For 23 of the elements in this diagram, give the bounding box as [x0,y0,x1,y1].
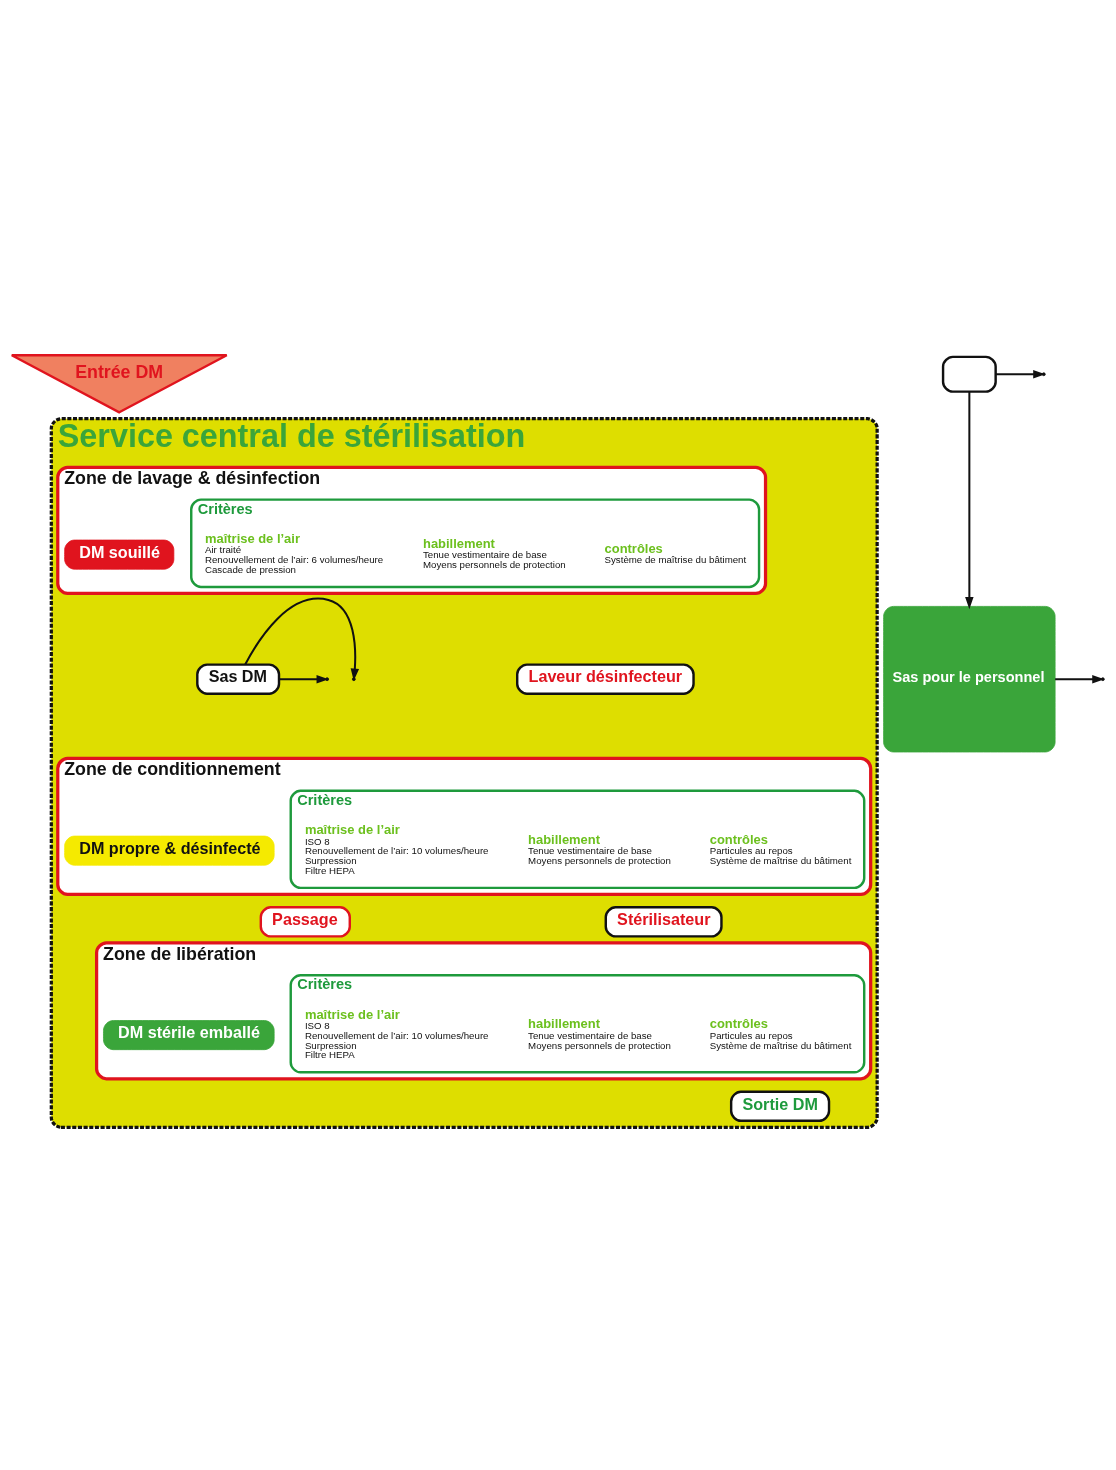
node-box [941,355,997,393]
node-box: DM stérile emballé [103,1020,275,1051]
arrow [1055,674,1105,684]
node-text: habillement Tenue vestimentaire de base Moyens personnels de protection [422,535,566,571]
node-text: habillement Tenue vestimentaire de base Moyens personnels de protection [528,832,671,867]
node-text: maîtrise de l’air ISO 8 Renouvellement de l’air: 10 volumes/heure Surpression Filtre HEPA [304,1006,489,1061]
node-text: habillement Tenue vestimentaire de base Moyens personnels de protection [528,1016,671,1051]
node-text: contrôles Particules au repos Système de maîtrise du bâtiment [709,1016,852,1051]
node-box: Sas DM [196,663,281,695]
node-box: Sortie DM [729,1090,831,1123]
arrow [995,370,1046,379]
arrow [279,674,329,684]
node-text: contrôles Système de maîtrise du bâtiment [604,540,747,566]
arrow [965,391,974,610]
node-box: Passage [259,906,351,938]
node-box: DM souillé [64,539,175,570]
node-text: contrôles Particules au repos Système de maîtrise du bâtiment [709,832,852,867]
node-box: Stérilisateur [604,906,723,938]
node-box: Sas pour le personnel [883,606,1056,753]
node-box: DM propre & désinfecté [64,835,275,866]
node-text: maîtrise de l’air ISO 8 Renouvellement de l’air: 10 volumes/heure Surpression Filtre HEPA [304,822,489,876]
node-text: maîtrise de l’air Air traité Renouvellement de l’air: 6 volumes/heure Cascade de pression [204,531,384,575]
node-box: Laveur désinfecteur [516,663,695,695]
